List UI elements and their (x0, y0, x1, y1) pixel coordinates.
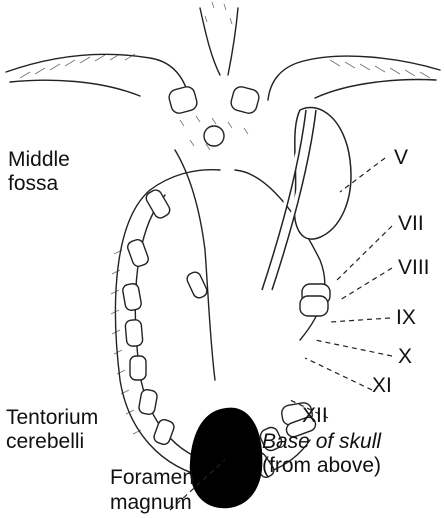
nerve-ix-label: IX (396, 306, 416, 330)
right-wing-lower (315, 80, 436, 98)
middle-fossa-label-line2: fossa (8, 172, 58, 196)
tentorium-label-line1: Tentorium (6, 406, 98, 430)
right-wing-outline (268, 56, 440, 100)
nerve-vii-label: VII (398, 212, 424, 236)
clivus-outline (175, 150, 215, 380)
tentorium-label-line2: cerebelli (6, 430, 84, 454)
foramen-magnum-shape (190, 408, 263, 509)
base-of-skull-label: Base of skull (262, 430, 381, 454)
hatching (20, 2, 430, 434)
nerve-x-label: X (398, 345, 412, 369)
left-wing-outline (6, 54, 190, 100)
from-above-label: (from above) (262, 454, 381, 478)
trigeminal-ganglion (262, 107, 351, 290)
middle-fossa-label-line1: Middle (8, 148, 70, 172)
nerve-xii-label: XII (302, 404, 328, 428)
nerve-v-label: V (394, 146, 408, 170)
left-wing-lower (10, 80, 140, 96)
foramen-magnum-label-line2: magnum (110, 491, 192, 515)
petrous-ridge-left (150, 170, 220, 190)
clinoid-processes (167, 85, 260, 146)
foramen-magnum-label-line1: Foramen (110, 466, 194, 490)
nerve-xi-label: XI (372, 374, 392, 398)
nerve-viii-label: VIII (398, 256, 430, 280)
